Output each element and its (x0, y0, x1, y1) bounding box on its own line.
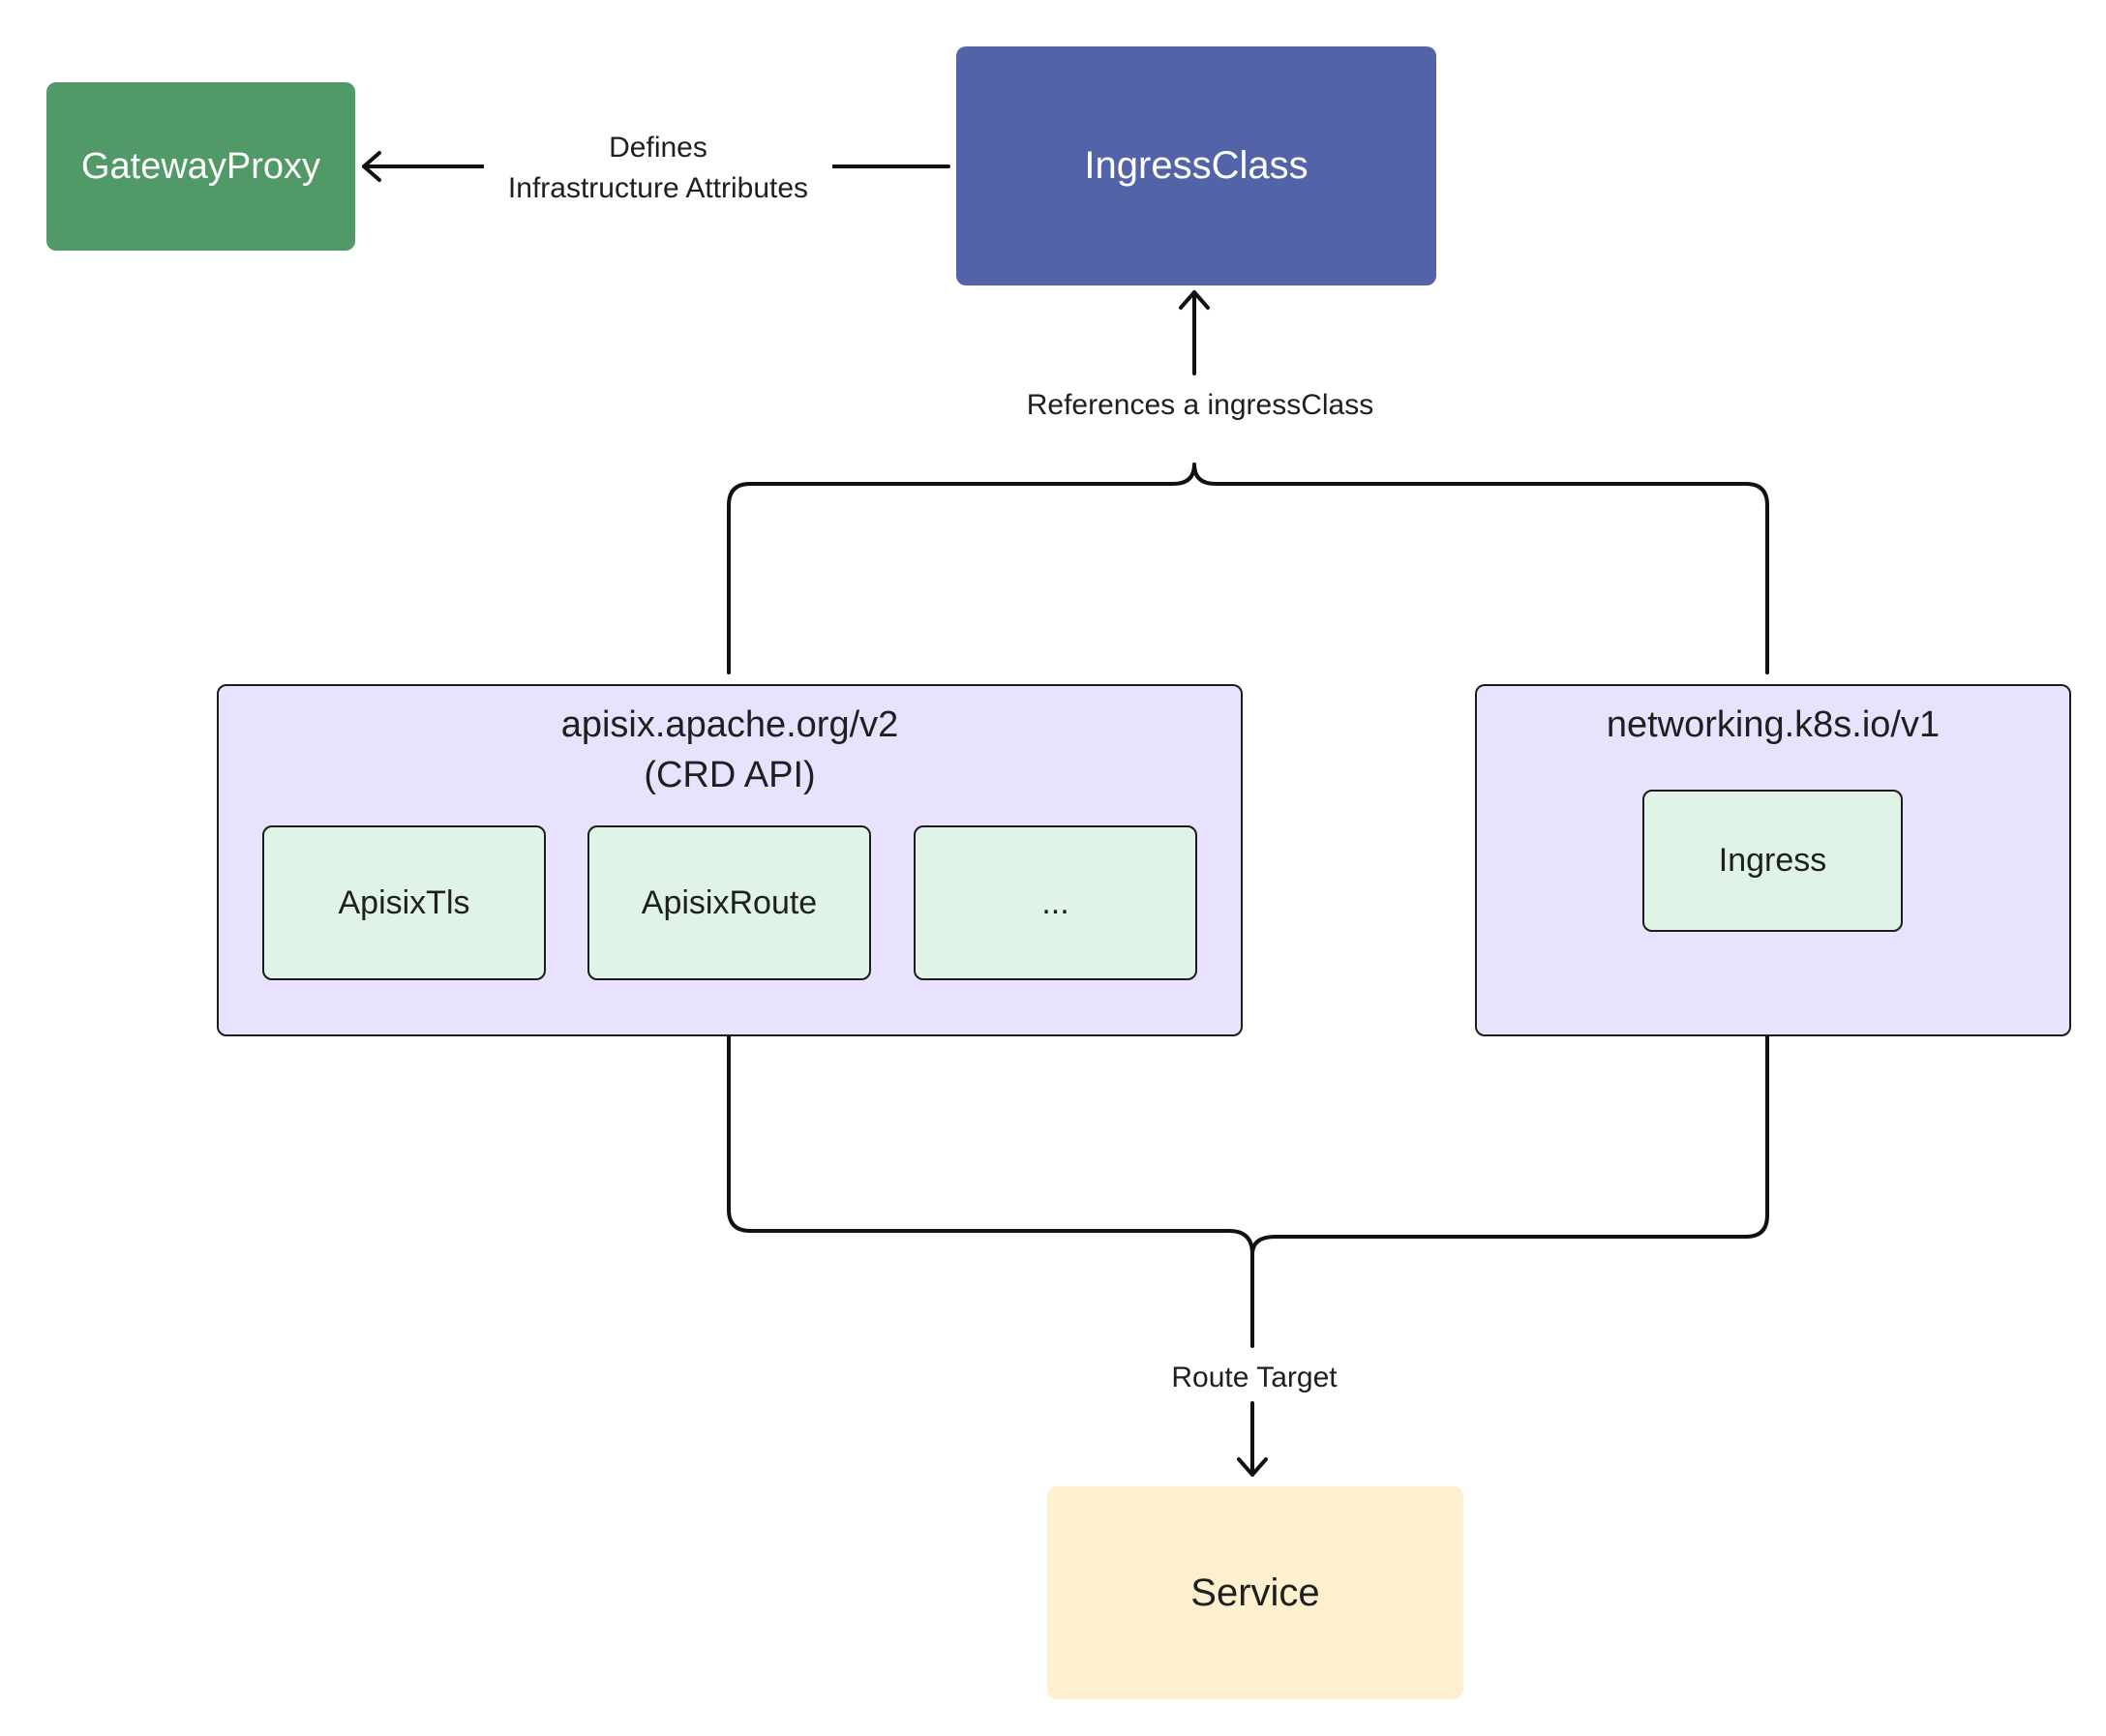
gateway-proxy-label: GatewayProxy (80, 145, 321, 187)
edge-label-references: References a ingressClass (1007, 385, 1394, 426)
apisix-more-label: ... (1041, 883, 1069, 921)
arrowhead-service (1237, 1457, 1268, 1477)
edge-apisix-to-ingressclass (727, 463, 1196, 674)
edge-label-defines: Defines Infrastructure Attributes (484, 128, 832, 209)
apisix-more-node[interactable]: ... (914, 825, 1197, 980)
edge-ingress-to-service (1250, 938, 1769, 1256)
gateway-proxy-node[interactable]: GatewayProxy (46, 82, 355, 251)
apisix-tls-node[interactable]: ApisixTls (262, 825, 546, 980)
apisix-route-node[interactable]: ApisixRoute (587, 825, 871, 980)
edge-label-defines-line2: Infrastructure Attributes (507, 172, 809, 204)
k8s-group-title: networking.k8s.io/v1 (1606, 704, 1941, 745)
apisix-group-title-line1: apisix.apache.org/v2 (560, 704, 899, 745)
apisix-route-label: ApisixRoute (641, 883, 818, 921)
edge-k8s-to-ingressclass (1192, 463, 1769, 674)
apisix-group-title-line2: (CRD API) (644, 755, 816, 795)
ingress-class-label: IngressClass (1084, 144, 1309, 187)
edge-label-route-target: Route Target (1138, 1358, 1370, 1398)
service-label: Service (1190, 1571, 1320, 1614)
edge-route-to-service (727, 986, 1254, 1256)
apisix-group-title: apisix.apache.org/v2 (CRD API) (219, 700, 1241, 800)
apisix-tls-label: ApisixTls (338, 883, 470, 921)
ingress-node[interactable]: Ingress (1642, 790, 1903, 932)
edge-label-defines-line1: Defines (609, 132, 707, 164)
arrowhead-ingressclass (1179, 290, 1210, 310)
ingress-class-node[interactable]: IngressClass (956, 46, 1436, 285)
service-node[interactable]: Service (1047, 1486, 1463, 1699)
arrowhead-gateway (362, 151, 381, 182)
ingress-label: Ingress (1718, 842, 1827, 879)
